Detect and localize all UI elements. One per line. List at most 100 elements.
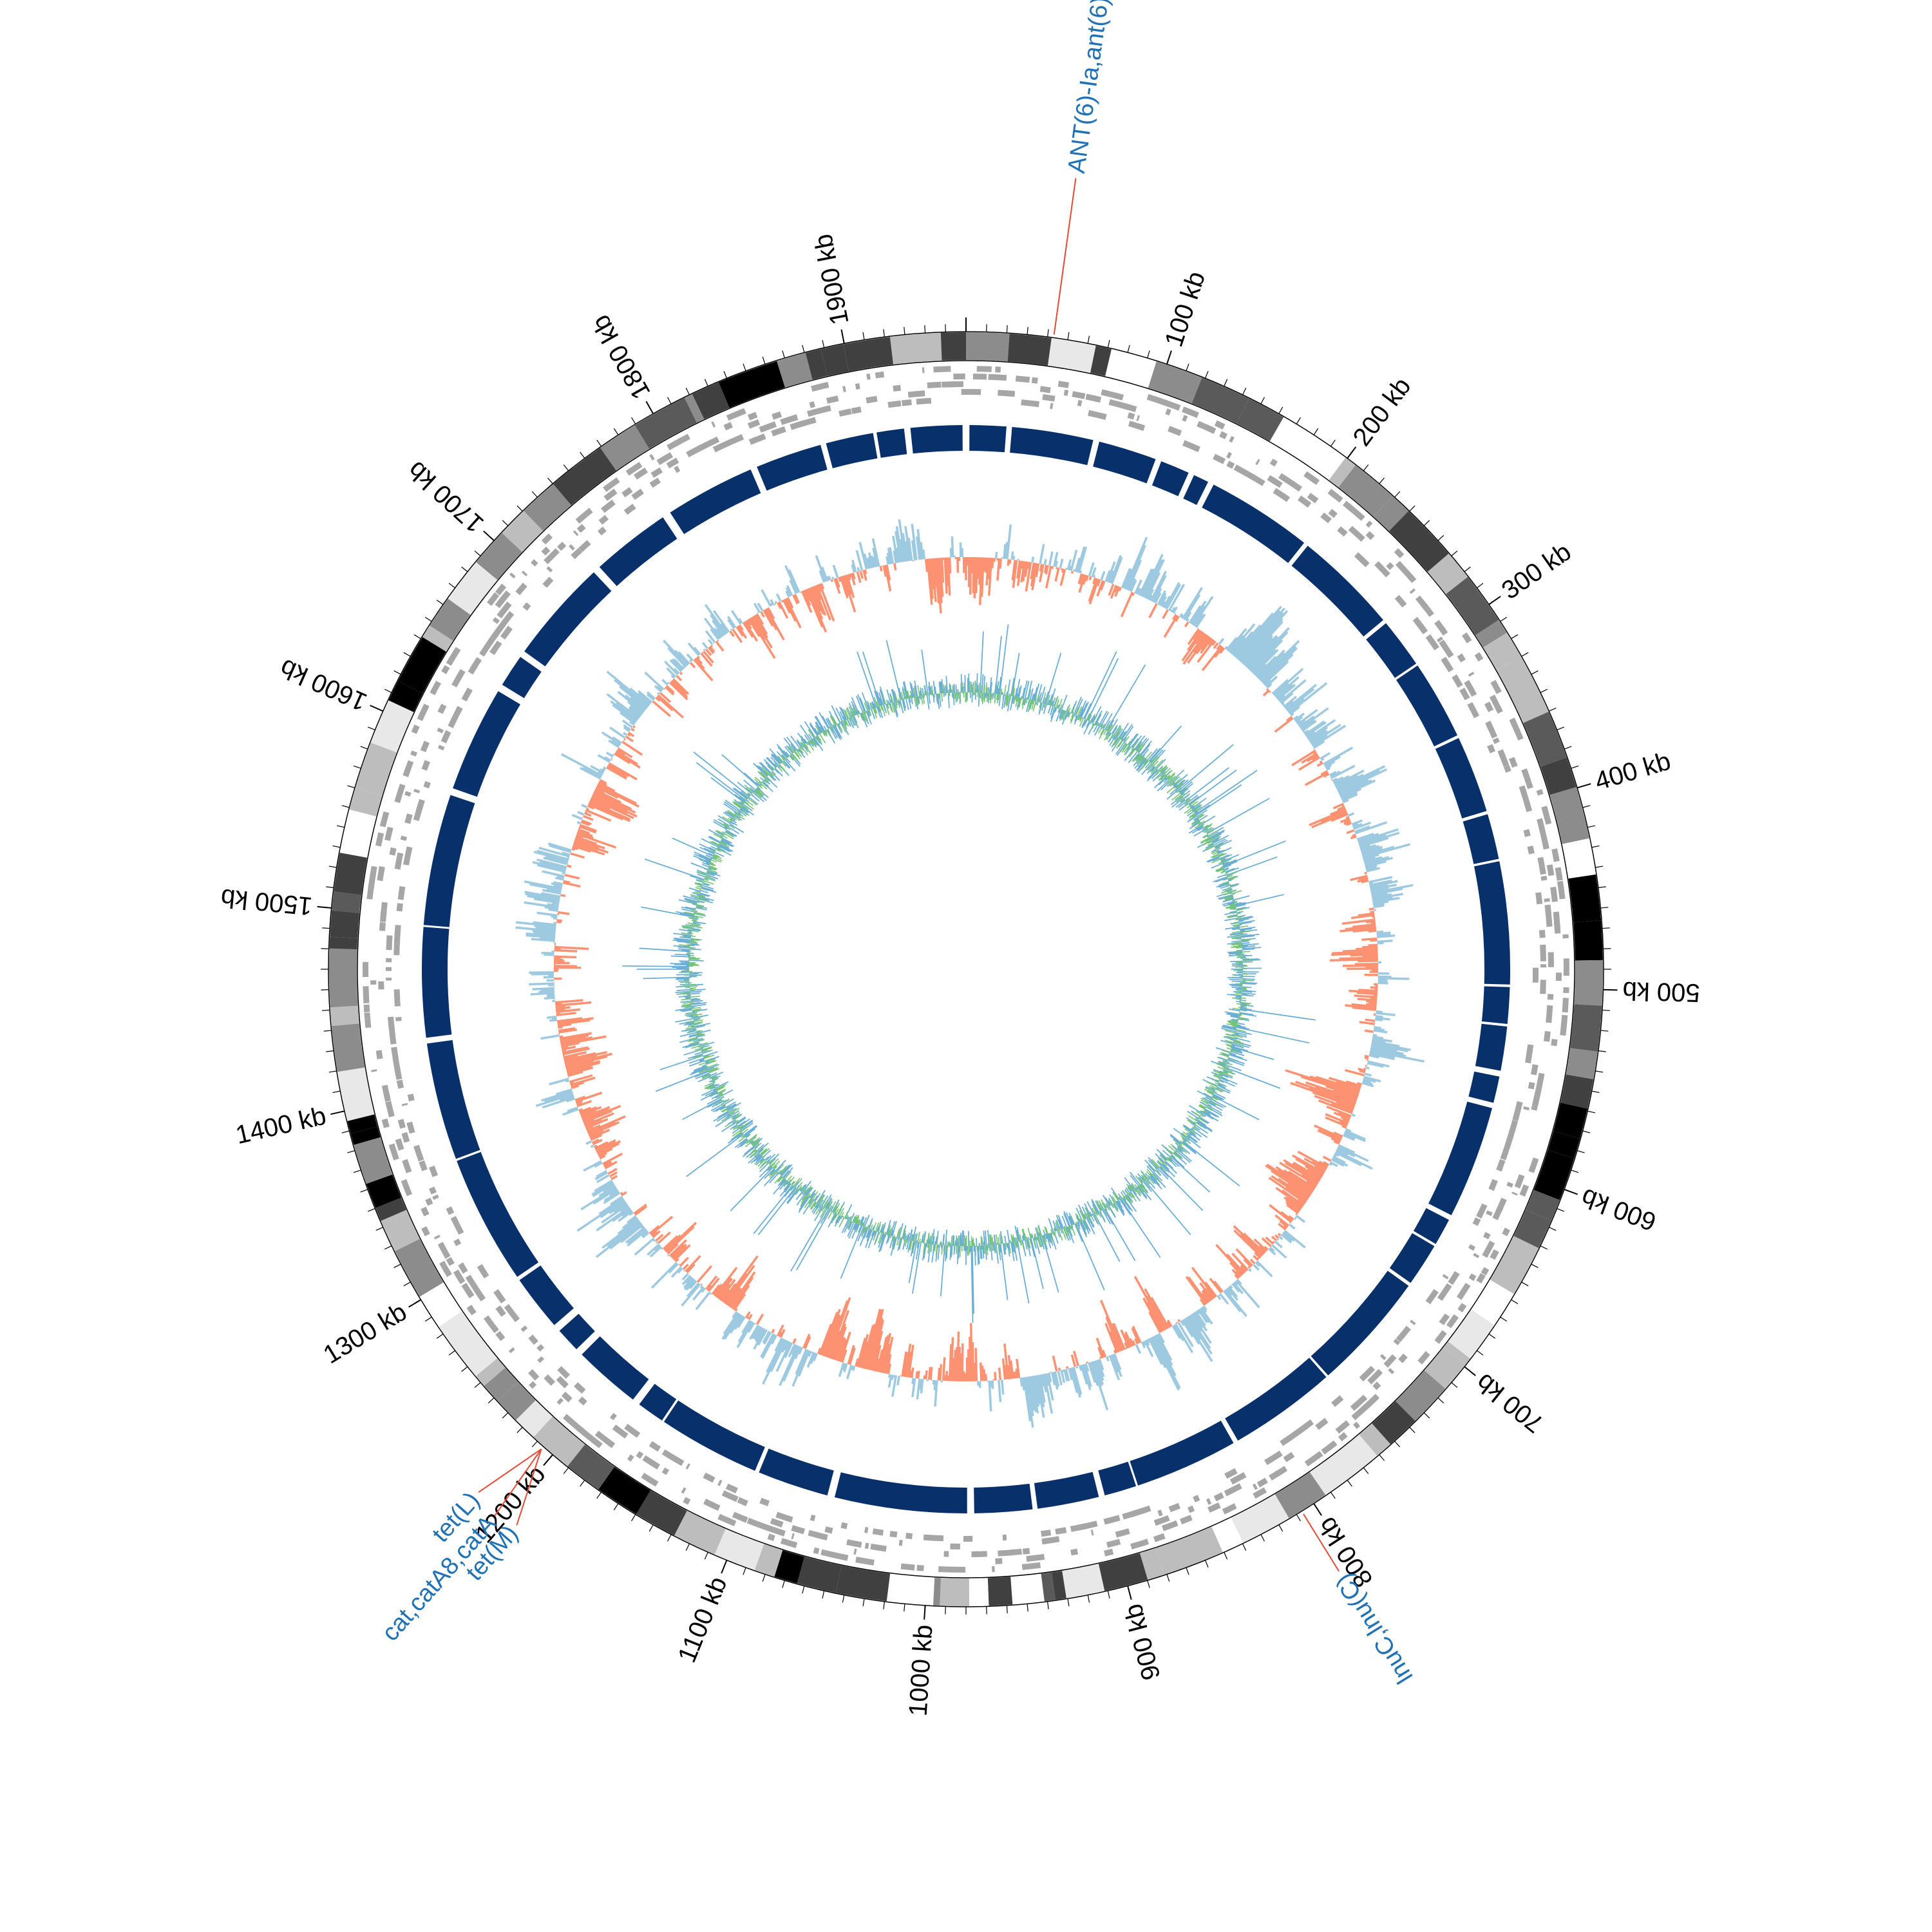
gc-skew-bar bbox=[859, 570, 864, 579]
gc-content-bar bbox=[1112, 1204, 1119, 1212]
gc-content-bar bbox=[1236, 1003, 1241, 1005]
gene-feature bbox=[421, 1206, 430, 1217]
gc-skew-bar bbox=[1265, 676, 1278, 688]
gc-skew-bar bbox=[735, 626, 744, 637]
gc-content-bar bbox=[1231, 940, 1242, 943]
gc-skew-bar bbox=[969, 1336, 972, 1381]
gc-skew-bar bbox=[1198, 1308, 1210, 1323]
gc-content-bar bbox=[790, 1186, 795, 1191]
gene-feature bbox=[1527, 846, 1535, 855]
gene-feature bbox=[1499, 753, 1510, 767]
gc-content-bar bbox=[1236, 1025, 1246, 1028]
gene-feature bbox=[1496, 1159, 1506, 1172]
gc-skew-bar bbox=[1229, 1262, 1243, 1276]
gc-skew-bar bbox=[920, 1379, 924, 1394]
gc-skew-bar bbox=[1288, 1215, 1294, 1221]
gc-content-bar bbox=[1240, 926, 1256, 931]
gc-skew-bar bbox=[1339, 779, 1372, 797]
gc-skew-bar bbox=[652, 1238, 656, 1242]
gc-skew-bar bbox=[1156, 1333, 1173, 1361]
gc-skew-bar bbox=[915, 1371, 919, 1379]
gc-skew-bar bbox=[562, 1108, 579, 1116]
gene-feature bbox=[375, 1050, 383, 1059]
gc-content-bar bbox=[1125, 1187, 1130, 1193]
gc-content-bar bbox=[748, 1133, 758, 1142]
gc-content-bar bbox=[1218, 853, 1227, 858]
gc-content-bar bbox=[1075, 1208, 1083, 1221]
gc-skew-bar bbox=[1361, 847, 1383, 856]
gc-content-bar bbox=[983, 685, 985, 693]
gc-content-bar bbox=[1157, 1168, 1169, 1180]
gc-skew-bar bbox=[1020, 560, 1025, 569]
gene-feature bbox=[1482, 1240, 1495, 1258]
gc-content-bar bbox=[850, 1213, 855, 1222]
cds-block bbox=[670, 469, 761, 535]
gc-skew-bar bbox=[542, 870, 565, 878]
gc-content-bar bbox=[997, 688, 999, 694]
gc-skew-bar bbox=[1124, 1342, 1129, 1349]
gc-skew-bar bbox=[1020, 561, 1026, 583]
gc-content-bar bbox=[1235, 1035, 1243, 1038]
gene-feature bbox=[389, 847, 397, 856]
gc-content-bar bbox=[1207, 842, 1213, 846]
gc-content-bar bbox=[863, 1227, 869, 1239]
gc-skew-bar bbox=[939, 558, 944, 597]
gc-content-bar bbox=[1150, 768, 1157, 775]
gc-content-bar bbox=[1231, 936, 1242, 939]
gene-feature bbox=[1538, 1072, 1545, 1079]
gene-feature bbox=[1308, 474, 1318, 484]
gene-feature bbox=[578, 1396, 587, 1406]
gc-content-bar bbox=[1233, 1041, 1244, 1045]
gc-content-bar bbox=[1057, 1215, 1064, 1229]
gc-skew-bar bbox=[526, 932, 556, 938]
gc-skew-bar bbox=[1345, 1128, 1352, 1133]
gc-content-bar bbox=[1131, 748, 1134, 751]
gene-feature bbox=[1022, 1548, 1030, 1555]
gc-content-bar bbox=[867, 1224, 869, 1229]
gc-skew-bar bbox=[748, 1314, 753, 1320]
gene-feature bbox=[397, 903, 403, 908]
gc-skew-bar bbox=[616, 748, 626, 756]
gene-feature bbox=[1472, 1217, 1481, 1226]
gc-skew-bar bbox=[749, 1324, 759, 1340]
gc-skew-bar bbox=[1048, 1372, 1052, 1383]
gc-content-bar bbox=[1098, 710, 1108, 727]
gene-feature bbox=[855, 1557, 875, 1566]
gene-feature bbox=[666, 457, 679, 469]
gc-skew-bar bbox=[1339, 956, 1378, 960]
gc-content-bar bbox=[1155, 1170, 1162, 1177]
gc-skew-bar bbox=[1369, 1051, 1396, 1059]
gc-skew-bar bbox=[673, 658, 685, 670]
gc-content-bar bbox=[1209, 1086, 1216, 1090]
gc-skew-bar bbox=[1000, 1379, 1005, 1395]
gc-skew-bar bbox=[819, 1323, 833, 1355]
gc-content-bar bbox=[999, 1231, 1003, 1244]
gc-skew-bar bbox=[585, 809, 612, 822]
gc-content-bar bbox=[1184, 1139, 1187, 1142]
gc-content-bar bbox=[1159, 1155, 1166, 1162]
gc-content-bar bbox=[1176, 1148, 1192, 1162]
gene-feature bbox=[711, 421, 716, 428]
cds-block bbox=[1183, 475, 1208, 506]
gc-skew-bar bbox=[589, 1128, 611, 1140]
gc-skew-bar bbox=[738, 624, 744, 631]
gene-feature bbox=[371, 1069, 377, 1072]
gc-content-bar bbox=[744, 1125, 758, 1137]
gc-skew-bar bbox=[1364, 1054, 1369, 1058]
gc-skew-bar bbox=[910, 1367, 914, 1378]
gc-content-bar bbox=[848, 1222, 857, 1239]
gc-content-bar bbox=[1155, 759, 1164, 768]
gc-content-bar bbox=[1071, 1224, 1074, 1228]
gene-feature bbox=[1554, 923, 1561, 931]
gc-content-bar bbox=[1112, 1199, 1115, 1204]
gc-skew-bar bbox=[949, 547, 952, 558]
gc-skew-bar bbox=[1351, 819, 1363, 826]
gc-content-bar bbox=[1073, 696, 1082, 715]
gc-skew-bar bbox=[1349, 989, 1378, 994]
gc-content-bar bbox=[1115, 728, 1122, 737]
gc-content-bar bbox=[1213, 876, 1227, 883]
gc-skew-bar bbox=[1373, 902, 1385, 907]
gc-skew-bar bbox=[841, 1349, 848, 1363]
gc-content-bar bbox=[1179, 1145, 1184, 1150]
gene-feature bbox=[1367, 1368, 1383, 1385]
